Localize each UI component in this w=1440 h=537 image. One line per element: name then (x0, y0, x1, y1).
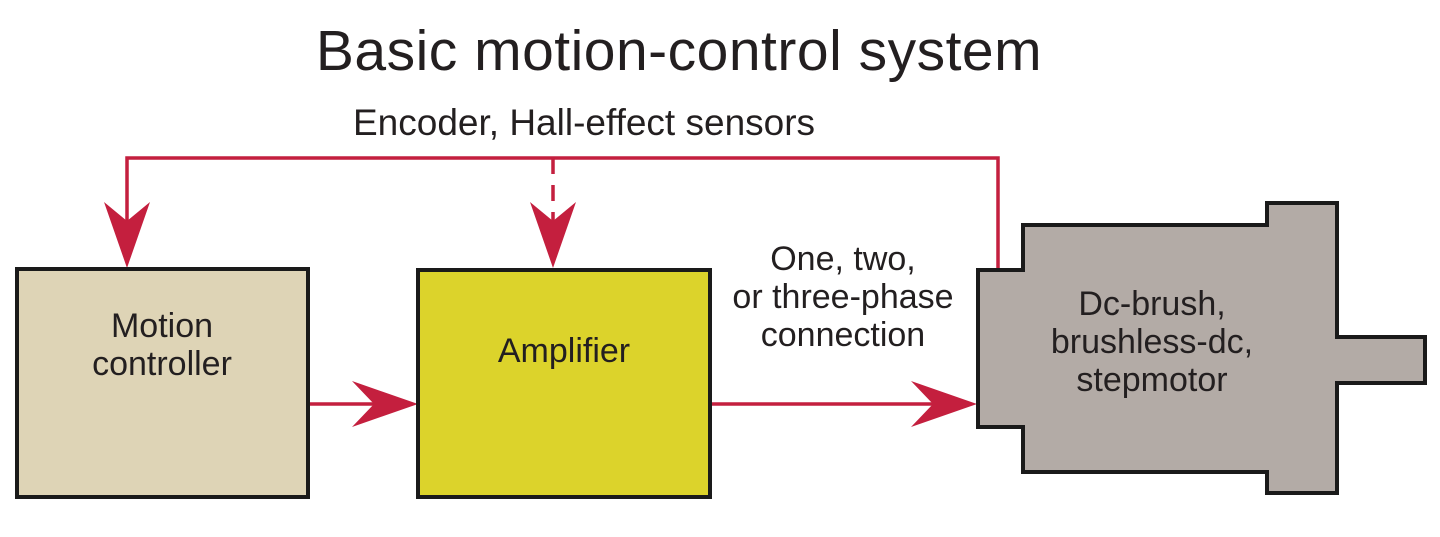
amplifier-label: Amplifier (498, 332, 630, 370)
right-arrowhead-motor-icon (911, 381, 977, 427)
amplifier-box (416, 268, 712, 499)
phase-connection-label-line1: One, two, (770, 240, 916, 278)
down-arrowhead-amplifier-icon (530, 202, 576, 268)
phase-connection-label-line3: connection (761, 316, 925, 354)
diagram-title: Basic motion-control system (316, 19, 1042, 83)
motor-label-line1: Dc-brush, (1078, 285, 1225, 323)
motor-shape (976, 201, 1427, 495)
right-arrowhead-amplifier-icon (352, 381, 418, 427)
motion-controller-label-line2: controller (92, 345, 232, 383)
phase-connection-label-line2: or three-phase (732, 278, 953, 316)
motor-label-line2: brushless-dc, (1051, 323, 1253, 361)
motor-label-line3: stepmotor (1076, 361, 1227, 399)
motion-controller-box (15, 267, 310, 499)
feedback-sensors-label: Encoder, Hall-effect sensors (353, 102, 815, 143)
down-arrowhead-controller-icon (104, 202, 150, 268)
motion-controller-label-line1: Motion (111, 307, 213, 345)
feedback-loop-line (125, 156, 1000, 272)
